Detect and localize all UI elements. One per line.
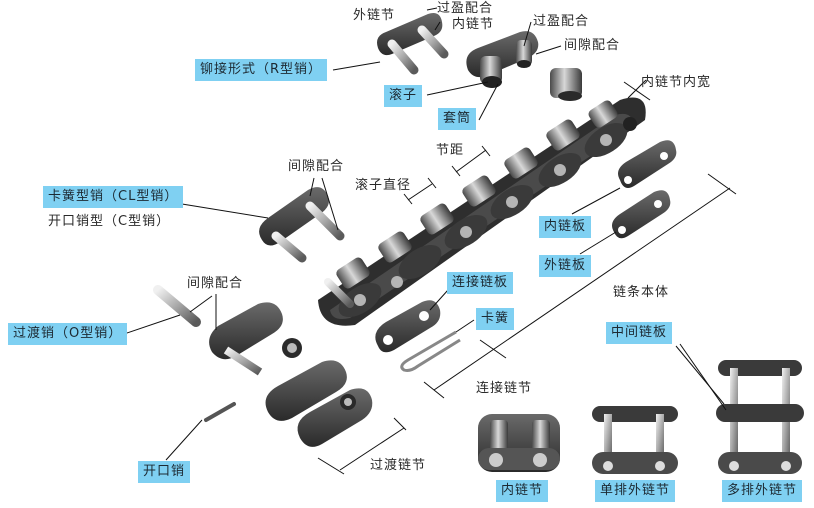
label-pitch: 节距 (436, 143, 465, 158)
inner-link-with-bushings-part (466, 31, 539, 88)
label-cotter-type: 开口销型（C型销） (48, 214, 171, 229)
cotter-pin-part (204, 402, 236, 422)
spring-clip-link-part (259, 187, 345, 263)
transition-pin-part (153, 285, 201, 327)
tag-inner-link: 内链节 (496, 480, 549, 502)
offset-link-part (209, 302, 373, 447)
tag-outer-plate: 外链板 (539, 255, 592, 277)
tag-multi-outer-link: 多排外链节 (722, 480, 803, 502)
outer-link-riveted-part (377, 13, 449, 75)
dimension-lines (317, 79, 737, 475)
inner-link-sample (478, 414, 560, 472)
spring-clip-part (400, 330, 461, 372)
connecting-plate-part (375, 300, 441, 353)
tag-connecting-plate: 连接链板 (447, 272, 514, 294)
label-outer-link: 外链节 (353, 8, 396, 23)
tag-cotter-pin: 开口销 (138, 461, 191, 483)
tag-single-outer-link: 单排外链节 (595, 480, 676, 502)
tag-inner-plate: 内链板 (539, 216, 592, 238)
multi-outer-link-sample (716, 360, 804, 474)
tag-riveted-pin: 铆接形式（R型销） (195, 59, 328, 81)
tag-roller: 滚子 (384, 85, 423, 107)
main-chain-body (318, 97, 646, 326)
label-inner-link-width: 内链节内宽 (641, 75, 712, 90)
loose-roller-part (550, 68, 582, 101)
single-outer-link-sample (592, 406, 678, 474)
tag-transition-pin: 过渡销（O型销） (8, 323, 128, 345)
loose-inner-plate-part (618, 140, 677, 188)
label-roller-diameter: 滚子直径 (355, 178, 412, 193)
tag-bushing: 套筒 (438, 108, 477, 130)
label-clearance-fit-transition: 间隙配合 (187, 276, 244, 291)
label-chain-body: 链条本体 (613, 285, 670, 300)
label-inner-link-top: 内链节 (452, 17, 495, 32)
label-interference-fit-bushing: 过盈配合 (533, 14, 590, 29)
tag-middle-plate: 中间链板 (606, 322, 673, 344)
label-interference-fit-pin: 过盈配合 (437, 1, 494, 16)
loose-outer-plate-part (612, 190, 671, 239)
tag-spring-clip-pin: 卡簧型销（CL型销） (43, 186, 184, 208)
label-offset-link: 过渡链节 (370, 458, 427, 473)
label-clearance-fit-roller: 间隙配合 (564, 38, 621, 53)
leader-lines (123, 7, 727, 461)
label-clearance-fit-clip: 间隙配合 (288, 159, 345, 174)
label-connecting-link: 连接链节 (476, 381, 533, 396)
tag-spring-clip: 卡簧 (476, 308, 515, 330)
